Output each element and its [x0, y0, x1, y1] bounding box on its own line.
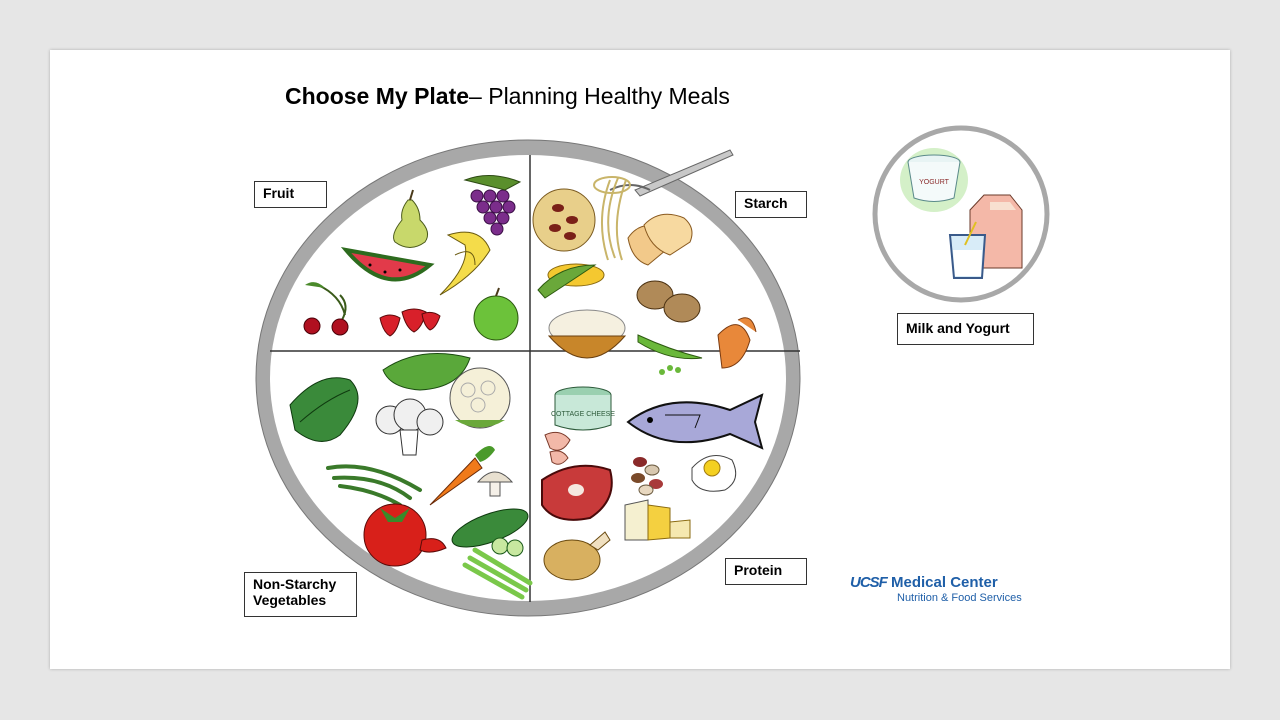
- logo-department: Nutrition & Food Services: [897, 592, 1022, 604]
- title-bold: Choose My Plate: [285, 83, 470, 109]
- chicken-icon: [543, 531, 611, 581]
- cherries-icon: [303, 282, 349, 336]
- bread-icon: [627, 213, 693, 266]
- logo-name: Medical Center: [891, 574, 998, 591]
- label-vegetables: Non-Starchy Vegetables: [244, 572, 357, 617]
- watermelon-icon: [340, 247, 435, 282]
- broccoli-icon: [375, 398, 444, 456]
- milk-glass-icon: [948, 221, 987, 279]
- green-beans-icon: [326, 464, 422, 507]
- grapes-icon: [463, 175, 522, 236]
- cottage-cheese-text: COTTAGE CHEESE: [551, 411, 615, 418]
- cauliflower-icon: [449, 367, 511, 429]
- mixed-beans-icon: [631, 457, 663, 496]
- label-vegetables-line2: Vegetables: [253, 592, 327, 608]
- label-starch-text: Starch: [744, 195, 788, 211]
- page-title: Choose My Plate– Planning Healthy Meals: [285, 83, 730, 110]
- cucumber-icon: [451, 508, 529, 557]
- banana-icon: [439, 231, 491, 296]
- yogurt-icon: YOGURT: [907, 154, 961, 202]
- label-starch: Starch: [735, 191, 807, 218]
- label-dairy-text: Milk and Yogurt: [906, 320, 1010, 336]
- label-protein-text: Protein: [734, 562, 783, 578]
- mushroom-icon: [476, 471, 514, 497]
- label-vegetables-line1: Non-Starchy: [253, 576, 337, 592]
- bean-burrito-icon: [532, 188, 596, 252]
- tomato-icon: [363, 503, 447, 567]
- ucsf-logo: UCSF Medical Center Nutrition & Food Ser…: [850, 574, 1022, 604]
- pear-icon: [393, 189, 429, 248]
- label-fruit-text: Fruit: [263, 185, 295, 201]
- cheese-icon: [624, 499, 691, 541]
- peas-icon: [637, 334, 703, 375]
- steak-icon: [541, 464, 613, 521]
- pasta-icon: [593, 176, 631, 261]
- label-protein: Protein: [725, 558, 807, 585]
- celery-icon: [462, 547, 533, 600]
- lettuce-icon: [382, 353, 471, 391]
- title-subtitle: – Planning Healthy Meals: [469, 83, 730, 109]
- logo-brand: UCSF: [850, 574, 888, 591]
- leafy-greens-icon: [289, 377, 359, 442]
- egg-icon: [691, 455, 737, 492]
- rice-bowl-icon: [547, 309, 627, 359]
- sweet-potatoes-icon: [717, 317, 757, 369]
- fish-icon: [626, 393, 764, 450]
- slide: Choose My Plate– Planning Healthy Meals: [50, 50, 1230, 669]
- shrimp-icon: [544, 431, 571, 465]
- plate-illustration: COTTAGE CHEESE: [255, 125, 1050, 617]
- yogurt-text: YOGURT: [919, 179, 950, 186]
- strawberries-icon: [379, 308, 441, 337]
- carrot-icon: [429, 446, 495, 506]
- label-fruit: Fruit: [254, 181, 327, 208]
- cottage-cheese-icon: COTTAGE CHEESE: [551, 386, 615, 431]
- label-dairy: Milk and Yogurt: [897, 313, 1034, 345]
- dairy-circle: YOGURT: [872, 125, 1050, 303]
- corn-icon: [537, 263, 605, 299]
- apple-icon: [473, 287, 519, 341]
- potatoes-icon: [636, 280, 701, 323]
